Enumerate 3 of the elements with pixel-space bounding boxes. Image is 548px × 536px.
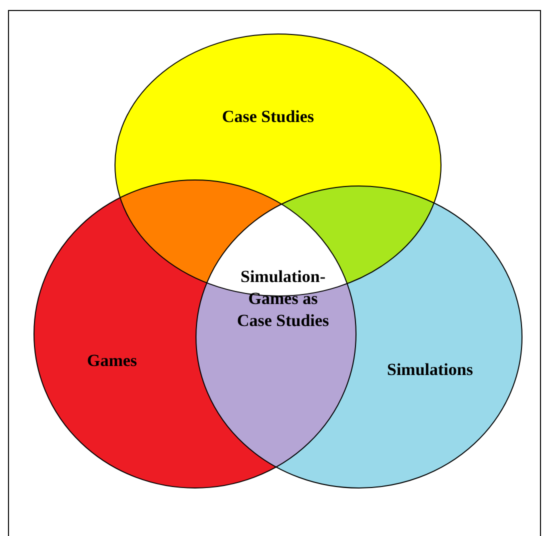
circle-label: Games — [86, 350, 138, 372]
circle-label: Simulations — [386, 359, 474, 381]
circle-label: Case Studies — [220, 106, 316, 128]
